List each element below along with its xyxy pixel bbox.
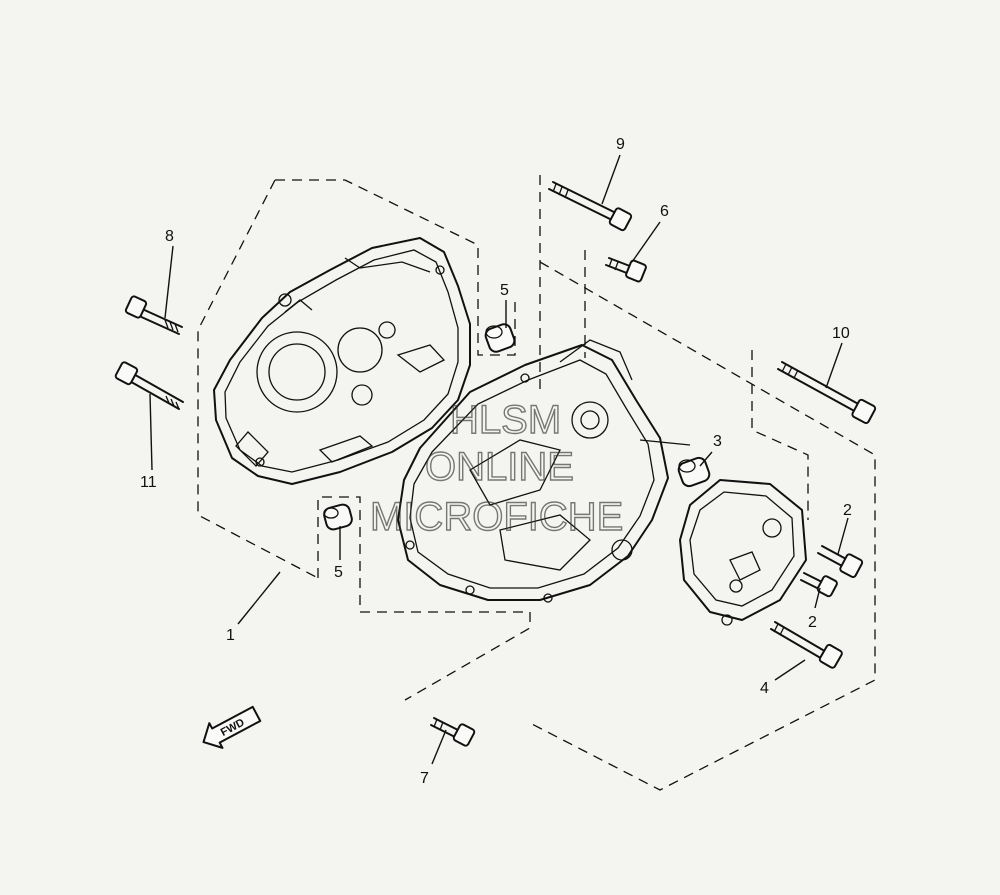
bolt-2-lower: [800, 572, 838, 598]
leader-lines: [149, 154, 849, 765]
watermark: HLSM ONLINE MICROFICHE: [369, 397, 624, 539]
callout-11: 11: [140, 474, 157, 491]
callout-4: 4: [760, 680, 769, 697]
bolt-2-upper: [817, 545, 864, 578]
watermark-line-2: ONLINE: [425, 445, 574, 489]
callout-6: 6: [660, 203, 669, 220]
bolt-10: [777, 361, 877, 424]
callout-7: 7: [420, 770, 429, 787]
callout-8: 8: [165, 228, 174, 245]
callout-1: 1: [226, 627, 235, 644]
bolt-8: [124, 295, 183, 335]
bolt-11: [114, 361, 184, 410]
bolt-4: [770, 621, 843, 669]
fwd-direction-arrow: FWD: [202, 705, 262, 749]
callout-labels: 1 2 2 3 4 5 5 6 7 8 9 10 11: [140, 136, 852, 787]
callout-5-upper: 5: [500, 282, 509, 299]
watermark-line-1: HLSM: [450, 398, 561, 442]
bolt-7: [430, 717, 476, 747]
callout-5-lower: 5: [334, 564, 343, 581]
callout-3: 3: [713, 433, 722, 450]
callout-2-upper: 2: [843, 502, 852, 519]
callout-9: 9: [616, 136, 625, 153]
left-crankcase: [213, 237, 471, 485]
crankcase-cover: [679, 479, 807, 626]
callout-10: 10: [832, 325, 850, 342]
callout-2-lower: 2: [808, 614, 817, 631]
assembly-boundary-lines: [197, 175, 876, 791]
dowel-pin-upper: [484, 323, 516, 353]
bolt-9: [548, 181, 633, 232]
right-crankcase: [397, 339, 691, 603]
dowel-pin-right: [677, 456, 711, 488]
watermark-line-3: MICROFICHE: [370, 495, 623, 539]
dowel-pin-lower: [323, 503, 353, 531]
bolt-6: [605, 257, 647, 283]
